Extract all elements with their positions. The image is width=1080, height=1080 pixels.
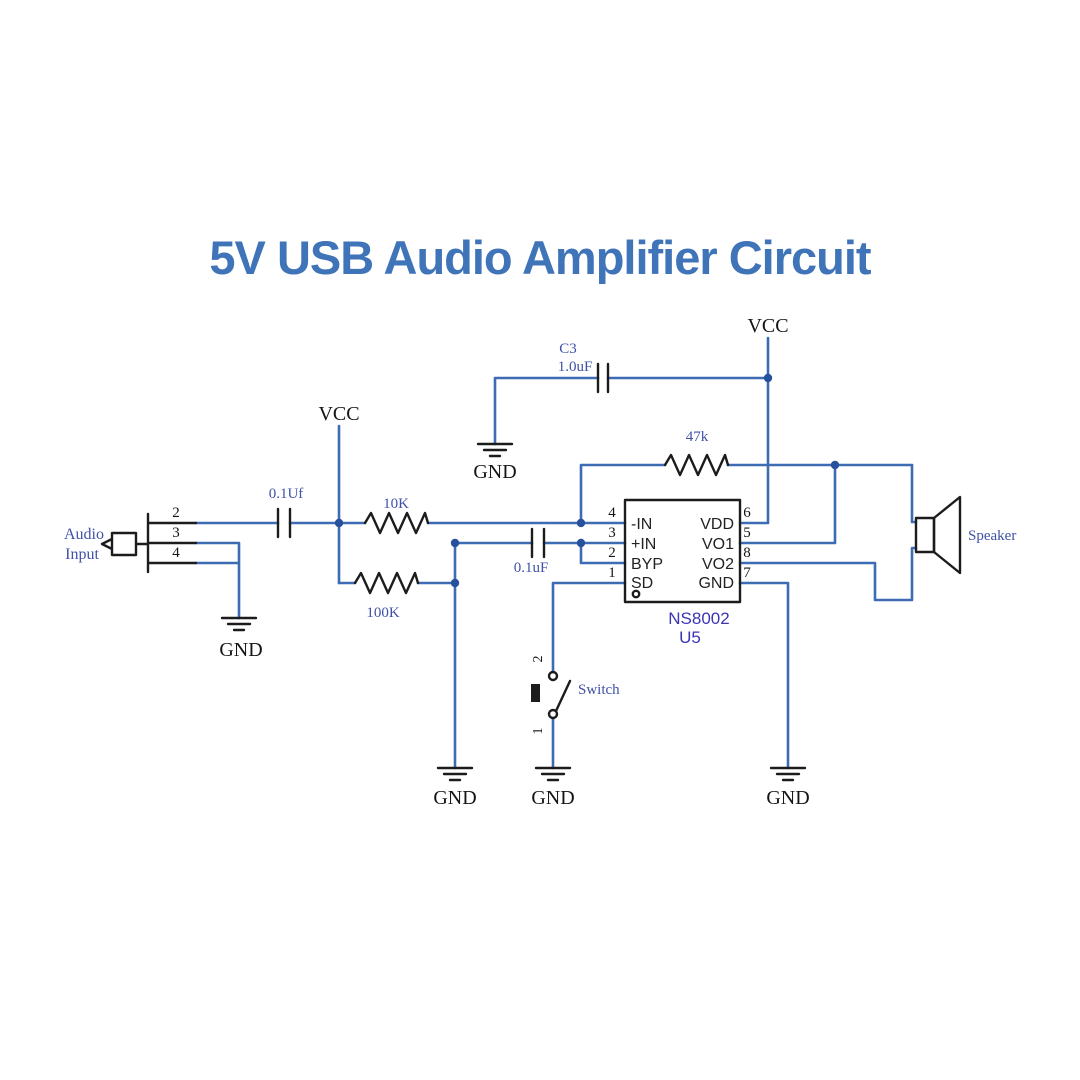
ground-label: GND xyxy=(766,787,809,809)
junction-dot xyxy=(830,460,840,470)
ground-plus-in: GND xyxy=(433,766,477,809)
junction-dot xyxy=(576,538,586,548)
ground-symbol xyxy=(436,766,474,782)
capacitor-bypass: 0.1uF xyxy=(514,527,549,576)
wires xyxy=(194,336,918,770)
speaker-body xyxy=(914,516,936,554)
ic-pin-label-plus-in: +IN xyxy=(631,536,656,553)
wire-jack-gnd-net xyxy=(194,541,241,620)
wire-speaker-top xyxy=(910,463,918,524)
junction-dot xyxy=(576,518,586,528)
wire-feedback-net xyxy=(579,463,914,525)
ic-pin-num-8: 8 xyxy=(743,545,751,561)
ic-pin-num-7: 7 xyxy=(743,565,751,581)
capacitor-c3-value: 1.0uF xyxy=(558,359,593,375)
ic-pin-label-byp: BYP xyxy=(631,556,663,573)
resistor-100k: 100K xyxy=(353,571,420,621)
ic-pin-label-vo1: VO1 xyxy=(702,536,734,553)
ic-pin-num-6: 6 xyxy=(743,505,751,521)
ic-pin-num-3: 3 xyxy=(608,525,616,541)
ic-pin-label-sd: SD xyxy=(631,575,653,592)
speaker-label: Speaker xyxy=(968,528,1016,544)
ground-label: GND xyxy=(531,787,574,809)
junction-dot xyxy=(763,373,773,383)
audio-jack: 2 3 4 Audio Input xyxy=(64,505,198,574)
switch-label: Switch xyxy=(578,682,620,698)
junction-dot xyxy=(450,538,460,548)
ground-symbol xyxy=(769,766,807,782)
capacitor-input: 0.1Uf xyxy=(269,486,304,539)
ic-pin1-marker xyxy=(631,589,641,599)
ic-pin-num-2: 2 xyxy=(608,545,616,561)
resistor-100k-value: 100K xyxy=(366,605,400,621)
ground-ic: GND xyxy=(766,766,810,809)
ic-body xyxy=(623,498,742,604)
audio-input-label-1: Audio xyxy=(64,526,104,543)
speaker: Speaker xyxy=(914,495,1016,575)
resistor-10k: 10K xyxy=(363,496,430,535)
junction-dots xyxy=(334,373,840,588)
ic-pin-num-4: 4 xyxy=(608,505,616,521)
switch-contact-bottom xyxy=(547,708,559,720)
ground-label: GND xyxy=(473,461,516,483)
ic-reference: U5 xyxy=(679,628,701,647)
wire-sd-net xyxy=(551,581,627,770)
ground-symbol xyxy=(220,616,258,632)
ic-pin-label-vdd: VDD xyxy=(700,516,734,533)
capacitor-input-value: 0.1Uf xyxy=(269,486,304,502)
ground-symbol xyxy=(534,766,572,782)
switch-pin-top: 2 xyxy=(531,656,546,663)
ground-switch: GND xyxy=(531,766,575,809)
resistor-10k-value: 10K xyxy=(383,496,409,512)
switch-actuator xyxy=(531,684,540,702)
switch: 2 1 Switch xyxy=(531,656,620,735)
ground-symbol xyxy=(476,442,514,458)
junction-dot xyxy=(450,578,460,588)
page-title: 5V USB Audio Amplifier Circuit xyxy=(209,231,871,284)
jack-pin-2: 2 xyxy=(172,505,180,521)
switch-lever xyxy=(554,679,572,713)
vcc-label-left: VCC xyxy=(318,403,359,425)
speaker-horn xyxy=(932,495,962,575)
switch-pin-bottom: 1 xyxy=(531,728,546,735)
switch-contact-top xyxy=(547,670,559,682)
ic-pin-label-minus-in: -IN xyxy=(631,516,652,533)
ic-pin-num-5: 5 xyxy=(743,525,751,541)
ic-pin-num-1: 1 xyxy=(608,565,616,581)
wire-vo2-net xyxy=(738,546,918,602)
resistor-zigzag xyxy=(353,571,420,595)
ground-label: GND xyxy=(219,639,262,661)
resistor-47k-value: 47k xyxy=(686,429,709,445)
wire-vo1-net xyxy=(738,463,837,545)
capacitor-bypass-value: 0.1uF xyxy=(514,560,549,576)
ic-pin-label-vo2: VO2 xyxy=(702,556,734,573)
wire-byp-net xyxy=(579,541,627,565)
capacitor-c3-ref: C3 xyxy=(559,341,577,357)
vcc-label-top: VCC xyxy=(747,315,788,337)
capacitor-plates xyxy=(276,507,292,539)
wire-ic-gnd-net xyxy=(738,581,790,770)
ic-part-number: NS8002 xyxy=(668,609,729,628)
capacitor-plates xyxy=(530,527,546,559)
capacitor-c3: C3 1.0uF xyxy=(558,341,610,394)
jack-plug-symbol xyxy=(100,512,198,574)
jack-pin-3: 3 xyxy=(172,525,180,541)
resistor-zigzag xyxy=(363,511,430,535)
capacitor-plates xyxy=(596,362,610,394)
ground-jack: GND xyxy=(219,616,263,661)
ic-ns8002: 4 3 2 1 -IN +IN BYP SD 6 5 8 7 VDD VO1 V… xyxy=(608,498,751,647)
resistor-47k: 47k xyxy=(663,429,730,477)
audio-input-label-2: Input xyxy=(65,546,99,563)
resistor-zigzag xyxy=(663,453,730,477)
wire-vcc-top xyxy=(738,336,770,525)
ic-pin-label-gnd: GND xyxy=(698,575,734,592)
jack-pin-4: 4 xyxy=(172,545,180,561)
ground-c3: GND xyxy=(473,442,517,483)
ground-label: GND xyxy=(433,787,476,809)
junction-dot xyxy=(334,518,344,528)
wire-c3-net xyxy=(493,376,770,446)
